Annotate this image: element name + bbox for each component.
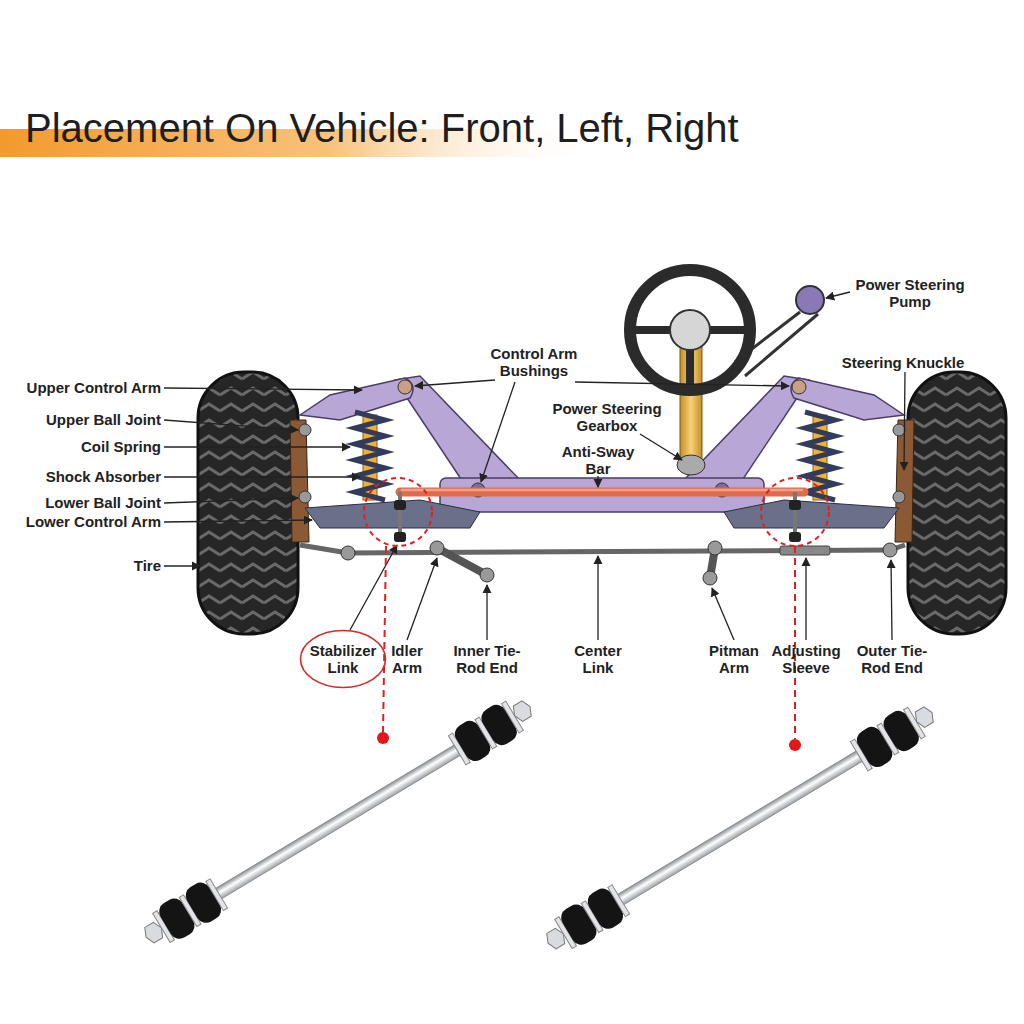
part-label: Upper Control Arm xyxy=(0,379,161,396)
anti-sway-bar xyxy=(394,490,804,542)
part-label: Lower Control Arm xyxy=(0,513,161,530)
leader-line xyxy=(415,380,495,386)
tie-rod-end xyxy=(708,541,722,555)
part-label: Tire xyxy=(0,557,161,574)
sway-bar xyxy=(400,488,804,497)
leader-line xyxy=(481,382,515,482)
ball-joints xyxy=(299,424,905,503)
leader-line xyxy=(904,372,905,470)
coil-spring xyxy=(355,412,385,500)
steering-linkage xyxy=(300,541,905,585)
leader-line xyxy=(891,560,892,640)
part-label: Upper Ball Joint xyxy=(0,411,161,428)
power-steering-pump xyxy=(796,286,824,314)
leader-line xyxy=(164,420,298,430)
knuckle-left xyxy=(290,420,309,542)
part-label: Power Steering Gearbox xyxy=(546,400,668,434)
link-bushing xyxy=(394,500,406,510)
product-link xyxy=(538,695,943,960)
tie-rod-end xyxy=(883,543,897,557)
part-label: Steering Knuckle xyxy=(828,354,978,371)
leader-line xyxy=(597,476,598,487)
gearbox xyxy=(677,455,705,475)
node-label: Stabilizer Link xyxy=(303,642,383,676)
part-label: Pitman Arm xyxy=(703,642,765,676)
dashed-circle xyxy=(761,478,829,546)
nut xyxy=(510,699,535,724)
rod xyxy=(216,745,460,898)
callout-ellipse: Stabilizer Link xyxy=(299,629,387,689)
sway-bar-highlight xyxy=(402,489,802,492)
leader-line xyxy=(486,585,487,640)
rod xyxy=(618,751,862,904)
tie-rod-end xyxy=(703,571,717,585)
leader-line xyxy=(164,520,312,522)
marker-dot xyxy=(377,732,389,744)
ball-joint xyxy=(893,424,905,436)
hub xyxy=(670,310,710,350)
coil-spring xyxy=(805,412,835,500)
leader-line xyxy=(826,292,850,298)
highlight-markers xyxy=(364,478,829,751)
part-label: Center Link xyxy=(567,642,629,676)
bushing xyxy=(398,380,412,394)
leader-line xyxy=(164,476,360,477)
leader-line xyxy=(407,558,437,640)
nut xyxy=(912,705,937,730)
marker-dot xyxy=(789,739,801,751)
part-label: Outer Tie-Rod End xyxy=(844,642,940,676)
part-label: Idler Arm xyxy=(381,642,433,676)
lower-control-arm xyxy=(724,500,899,528)
link-bushing xyxy=(789,500,801,510)
leader-line xyxy=(350,545,397,630)
tie-rod-end xyxy=(430,541,444,555)
part-label: Inner Tie-Rod End xyxy=(439,642,535,676)
link-bushing xyxy=(394,532,406,542)
part-label: Control Arm Bushings xyxy=(479,345,589,379)
leader-line xyxy=(712,588,734,640)
belt xyxy=(745,314,818,376)
ball-joint xyxy=(299,424,311,436)
steering-wheel xyxy=(630,270,750,390)
ellipse-shape xyxy=(301,631,386,688)
bushing xyxy=(792,380,806,394)
leader-line xyxy=(597,556,598,640)
idler-arm xyxy=(437,548,487,575)
product-link xyxy=(136,689,541,954)
tire-right xyxy=(908,372,1006,634)
leader-line xyxy=(640,434,682,460)
part-label: Power Steering Pump xyxy=(848,276,972,310)
leader-line xyxy=(164,565,200,566)
tie-rod-end xyxy=(480,568,494,582)
tie-rod-end xyxy=(341,546,355,560)
adjusting-sleeve xyxy=(780,546,830,555)
dashed-circle xyxy=(364,478,432,546)
link-bushing xyxy=(789,532,801,542)
part-label: Shock Absorber xyxy=(0,468,161,485)
tires xyxy=(198,372,1006,634)
part-label: Lower Ball Joint xyxy=(0,494,161,511)
leader-lines xyxy=(164,292,905,640)
leader-line xyxy=(164,498,298,503)
page-title: Placement On Vehicle: Front, Left, Right xyxy=(25,104,739,152)
leader-line xyxy=(575,382,789,386)
leader-line xyxy=(805,558,806,640)
part-label: Anti-Sway Bar xyxy=(556,443,640,477)
leader-line xyxy=(164,446,350,447)
tire-left xyxy=(198,372,298,634)
part-label: Coil Spring xyxy=(0,438,161,455)
leader-line xyxy=(164,388,362,390)
dashed-line xyxy=(383,546,386,732)
ball-joint xyxy=(893,491,905,503)
part-label: Adjusting Sleeve xyxy=(764,642,848,676)
lower-control-arm xyxy=(305,500,480,528)
ball-joint xyxy=(299,491,311,503)
steering xyxy=(630,270,824,475)
node-text-group: Stabilizer Link xyxy=(303,642,383,676)
frame xyxy=(300,376,904,528)
